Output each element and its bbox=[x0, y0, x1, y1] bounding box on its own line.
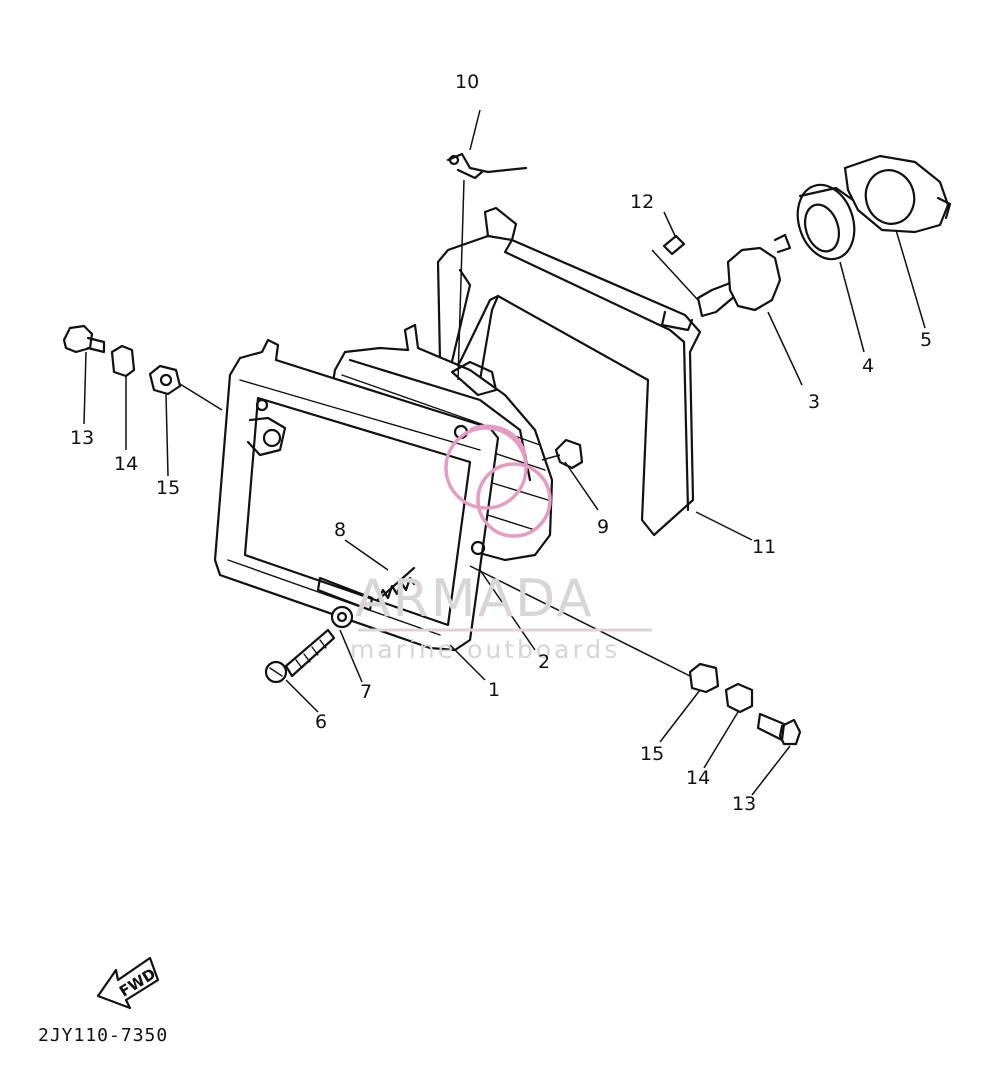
label-part-12: 12 bbox=[630, 191, 654, 213]
leader-lines bbox=[83, 109, 926, 796]
label-part-5: 5 bbox=[920, 329, 932, 351]
brand-logo bbox=[444, 424, 552, 538]
label-part-13-right: 13 bbox=[732, 793, 756, 815]
diagram-code: 2JY110-7350 bbox=[38, 1025, 168, 1046]
part-5-dust-cover bbox=[843, 154, 952, 234]
label-part-11: 11 bbox=[752, 536, 776, 558]
part-6-screw bbox=[264, 628, 336, 684]
watermark-brand: ARMADA bbox=[355, 569, 594, 629]
label-part-8: 8 bbox=[334, 519, 346, 541]
label-part-15-right: 15 bbox=[640, 743, 664, 765]
label-part-15-left: 15 bbox=[156, 477, 180, 499]
part-1-rim bbox=[213, 338, 500, 652]
label-part-9: 9 bbox=[597, 516, 609, 538]
label-part-6: 6 bbox=[315, 711, 327, 733]
fwd-arrow: FWD bbox=[96, 956, 160, 1010]
label-part-13-left: 13 bbox=[70, 427, 94, 449]
label-part-3: 3 bbox=[808, 391, 820, 413]
watermark-tagline: marine outboards bbox=[350, 635, 620, 664]
label-part-2: 2 bbox=[538, 651, 550, 673]
label-part-4: 4 bbox=[862, 355, 874, 377]
label-part-14-right: 14 bbox=[686, 767, 710, 789]
watermark: ARMADA marine outboards bbox=[350, 424, 652, 664]
label-part-1: 1 bbox=[488, 679, 500, 701]
part-12-screw bbox=[662, 234, 686, 256]
part-labels: 10 12 5 4 3 9 11 8 2 1 7 6 13 14 15 15 1… bbox=[70, 71, 932, 815]
left-mount-hardware bbox=[62, 324, 182, 396]
part-7-nut bbox=[330, 605, 354, 629]
label-part-14-left: 14 bbox=[114, 453, 138, 475]
label-part-10: 10 bbox=[455, 71, 479, 93]
part-3-bulb bbox=[696, 233, 792, 318]
part-10-spring-clip bbox=[446, 152, 528, 180]
label-part-7: 7 bbox=[360, 681, 372, 703]
part-8-spring bbox=[376, 566, 416, 602]
right-mount-hardware bbox=[688, 662, 802, 746]
part-9-clip bbox=[554, 438, 584, 470]
